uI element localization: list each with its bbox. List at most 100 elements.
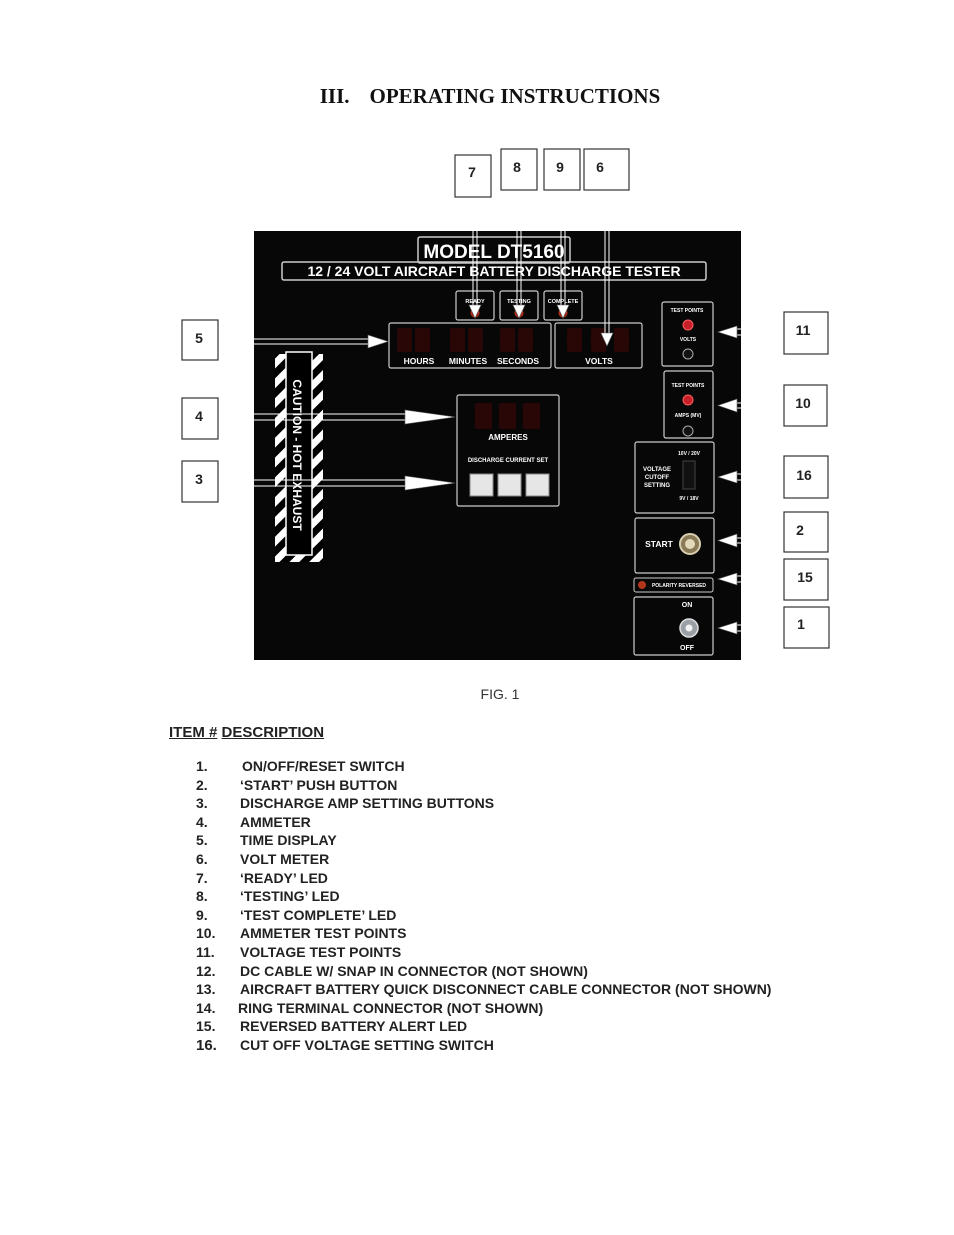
callout-3 xyxy=(181,460,219,503)
callout-9 xyxy=(543,148,581,191)
minutes-label: MINUTES xyxy=(449,356,488,366)
item-number: 15. xyxy=(196,1018,216,1035)
discharge-button-2 xyxy=(497,473,522,497)
tester-panel xyxy=(254,231,741,660)
item-description: AMMETER xyxy=(240,813,311,830)
callout-9-label: 9 xyxy=(556,159,564,175)
item-number: 16. xyxy=(196,1036,217,1054)
callout-6 xyxy=(583,148,630,191)
voltage-cutoff-switch: VOLTAGE CUTOFF SETTING 10V / 20V 9V / 18… xyxy=(634,441,715,514)
testing-led-label: TESTING xyxy=(507,299,531,305)
item-number: 1. xyxy=(196,758,208,774)
discharge-button-3 xyxy=(525,473,550,497)
callout-6-label: 6 xyxy=(596,159,604,175)
section-number: III. xyxy=(319,84,350,108)
tp-volts-header: TEST POINTS xyxy=(671,308,704,314)
start-button: START xyxy=(634,517,715,574)
callout-11 xyxy=(783,311,829,355)
callout-2-label: 2 xyxy=(796,522,804,538)
item-number: 12. xyxy=(196,962,216,979)
model-title: MODEL DT5160 xyxy=(423,242,564,263)
switch-off-label: OFF xyxy=(680,645,695,652)
figure-caption: FIG. 1 xyxy=(480,686,520,702)
cutoff-label-3: SETTING xyxy=(644,483,670,489)
callout-4 xyxy=(181,397,219,440)
tester-diagram: MODEL DT5160 12 / 24 VOLT AIRCRAFT BATTE… xyxy=(181,148,830,660)
section-heading: III. OPERATING INSTRUCTIONS xyxy=(0,84,954,109)
item-description: DC CABLE W/ SNAP IN CONNECTOR (NOT SHOWN… xyxy=(240,962,588,979)
cutoff-label-1: VOLTAGE xyxy=(643,467,671,473)
tp-volts-label: VOLTS xyxy=(680,337,697,343)
callout-10-label: 10 xyxy=(795,395,811,411)
item-number: 2. xyxy=(196,776,208,793)
callout-1-label: 1 xyxy=(797,616,805,632)
item-number: 4. xyxy=(196,813,208,830)
item-description: CUT OFF VOLTAGE SETTING SWITCH xyxy=(240,1036,494,1053)
item-description: ON/OFF/RESET SWITCH xyxy=(242,758,405,774)
item-number: 14. xyxy=(196,999,216,1016)
caution-label: CAUTION - HOT EXHAUST xyxy=(290,379,304,531)
volts-test-points: TEST POINTS VOLTS xyxy=(661,301,714,367)
start-label: START xyxy=(645,539,674,549)
callout-10 xyxy=(783,384,828,427)
callout-11-label: 11 xyxy=(796,322,811,338)
callout-8 xyxy=(500,148,538,191)
item-description: REVERSED BATTERY ALERT LED xyxy=(240,1018,468,1035)
callout-7-label: 7 xyxy=(468,164,476,180)
item-description: VOLT METER xyxy=(240,850,330,867)
cutoff-low-label: 9V / 18V xyxy=(679,496,699,502)
caution-strip: CAUTION - HOT EXHAUST xyxy=(275,351,323,562)
ammeter-block: AMPERES DISCHARGE CURRENT SET xyxy=(456,394,560,507)
complete-led-label: COMPLETE xyxy=(548,299,579,305)
panel-subtitle: 12 / 24 VOLT AIRCRAFT BATTERY DISCHARGE … xyxy=(307,263,680,279)
model-title-box xyxy=(417,236,571,264)
legend-header: ITEM # DESCRIPTION xyxy=(169,724,324,741)
section-title: OPERATING INSTRUCTIONS xyxy=(369,84,661,108)
item-description: AMMETER TEST POINTS xyxy=(240,925,407,942)
polarity-led: POLARITY REVERSED xyxy=(633,577,714,593)
callout-15 xyxy=(783,558,829,601)
item-number: 5. xyxy=(196,832,208,849)
cutoff-label-2: CUTOFF xyxy=(645,475,670,481)
item-description: RING TERMINAL CONNECTOR (NOT SHOWN) xyxy=(238,999,544,1016)
item-number: 7. xyxy=(196,869,208,886)
item-description: AIRCRAFT BATTERY QUICK DISCONNECT CABLE … xyxy=(240,981,772,998)
seconds-label: SECONDS xyxy=(497,356,539,366)
item-number: 11. xyxy=(196,943,215,960)
callout-8-label: 8 xyxy=(513,159,521,175)
item-description: ‘START’ PUSH BUTTON xyxy=(240,776,398,793)
polarity-label: POLARITY REVERSED xyxy=(652,583,706,589)
item-number: 6. xyxy=(196,850,208,867)
callout-5 xyxy=(181,319,219,361)
volts-label: VOLTS xyxy=(585,356,613,366)
legend-header-description: DESCRIPTION xyxy=(221,724,325,741)
callout-5-label: 5 xyxy=(195,330,203,346)
item-description: TIME DISPLAY xyxy=(240,832,337,849)
tp-amps-label: AMPS (MV) xyxy=(675,413,702,419)
item-description: ‘READY’ LED xyxy=(240,869,328,886)
item-description: ‘TESTING’ LED xyxy=(240,888,340,905)
hours-label: HOURS xyxy=(404,356,435,366)
item-description: VOLTAGE TEST POINTS xyxy=(240,943,402,960)
amps-test-points: TEST POINTS AMPS (MV) xyxy=(663,370,714,439)
item-number: 3. xyxy=(196,795,208,812)
amperes-label: AMPERES xyxy=(488,433,528,442)
item-number: 13. xyxy=(196,981,216,998)
subtitle-box xyxy=(281,261,707,281)
discharge-set-label: DISCHARGE CURRENT SET xyxy=(468,458,549,464)
item-number: 8. xyxy=(196,888,208,905)
on-off-switch: ON OFF xyxy=(633,596,714,656)
callout-4-label: 4 xyxy=(195,408,203,424)
item-description: DISCHARGE AMP SETTING BUTTONS xyxy=(240,795,495,812)
ready-led-label: READY xyxy=(465,299,485,305)
callout-3-label: 3 xyxy=(195,471,203,487)
item-number: 10. xyxy=(196,925,216,942)
callout-1 xyxy=(783,606,830,649)
legend-header-item: ITEM # xyxy=(169,724,218,741)
callout-15-label: 15 xyxy=(797,569,813,585)
time-display: HOURS MINUTES SECONDS xyxy=(388,322,552,369)
callout-16-label: 16 xyxy=(796,467,812,483)
discharge-button-1 xyxy=(469,473,494,497)
item-number: 9. xyxy=(196,906,208,923)
item-description: ‘TEST COMPLETE’ LED xyxy=(240,906,397,923)
